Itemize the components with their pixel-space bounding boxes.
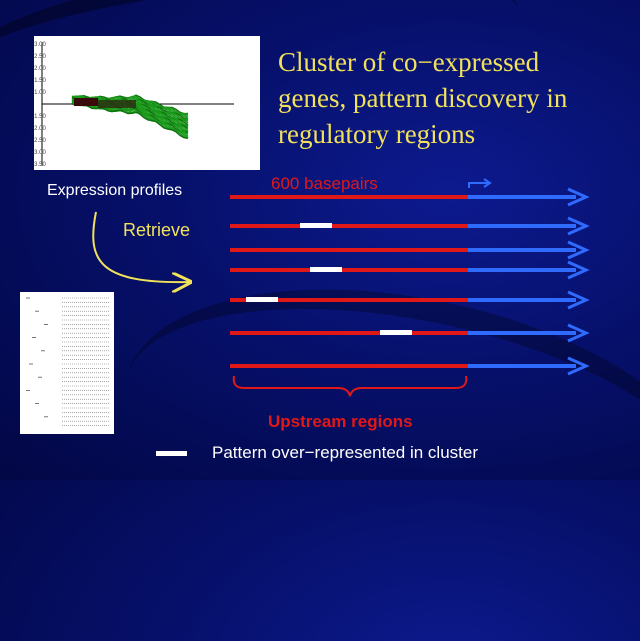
gene-arrowhead <box>567 187 590 207</box>
expression-plot-svg: 3.00 2.50 2.00 1.50 1.00 1.50 2.00 2.50 3.00 3.50 <box>34 42 234 168</box>
pattern-occurrence <box>246 297 278 302</box>
plot-tick-label: 1.00 <box>34 90 46 96</box>
plot-tick-label: 2.00 <box>34 66 46 72</box>
expression-profiles-plot: 3.00 2.50 2.00 1.50 1.00 1.50 2.00 2.50 3.00 3.50 <box>34 36 260 170</box>
title-line-2: genes, pattern discovery in <box>278 83 568 113</box>
gene-arrowhead <box>567 356 590 376</box>
gene-arrowhead <box>567 240 590 260</box>
title-line-1: Cluster of co−expressed <box>278 47 540 77</box>
profile-trace <box>71 95 189 120</box>
expression-profiles-label: Expression profiles <box>47 182 183 199</box>
upstream-regions-label: Upstream regions <box>268 412 413 431</box>
basepairs-label: 600 basepairs <box>271 174 378 193</box>
title-line-3: regulatory regions <box>278 119 476 149</box>
slide-title: Cluster of co−expressed genes, pattern d… <box>278 44 638 152</box>
sequence-list-panel <box>20 292 114 434</box>
plot-tick-label: 1.50 <box>34 78 46 84</box>
retrieve-label: Retrieve <box>123 220 191 240</box>
gene-arrowhead <box>567 323 590 343</box>
plot-tick-label: 3.00 <box>34 150 46 156</box>
retrieve-curved-arrow <box>92 211 190 282</box>
sequence-rows <box>26 297 110 426</box>
gene-arrowhead <box>567 260 590 280</box>
diagram-overlay <box>92 178 590 397</box>
pattern-occurrence <box>380 330 412 335</box>
plot-tick-label: 2.50 <box>34 54 46 60</box>
profile-dark-block <box>98 100 136 108</box>
gene-rows <box>230 187 590 376</box>
plot-tick-label: 1.50 <box>34 114 46 120</box>
upstream-brace <box>232 375 468 397</box>
transcription-start-marker <box>468 182 488 188</box>
plot-tick-label: 2.50 <box>34 138 46 144</box>
gene-arrowhead <box>567 290 590 310</box>
pattern-occurrence <box>300 223 332 228</box>
pattern-occurrence <box>310 267 342 272</box>
plot-tick-label: 3.50 <box>34 162 46 168</box>
sequence-list-svg <box>26 297 110 426</box>
profile-dark-block <box>74 98 98 106</box>
legend-pattern-marker <box>156 451 187 456</box>
plot-tick-labels: 3.00 2.50 2.00 1.50 1.00 1.50 2.00 2.50 3.00 3.50 <box>34 42 46 168</box>
plot-profiles <box>71 94 189 139</box>
gene-arrowhead <box>567 216 590 236</box>
plot-tick-label: 3.00 <box>34 42 46 48</box>
transcription-start-arrowhead <box>483 178 492 188</box>
plot-tick-label: 2.00 <box>34 126 46 132</box>
legend-label: Pattern over−represented in cluster <box>212 443 479 462</box>
profile-trace <box>71 103 189 139</box>
